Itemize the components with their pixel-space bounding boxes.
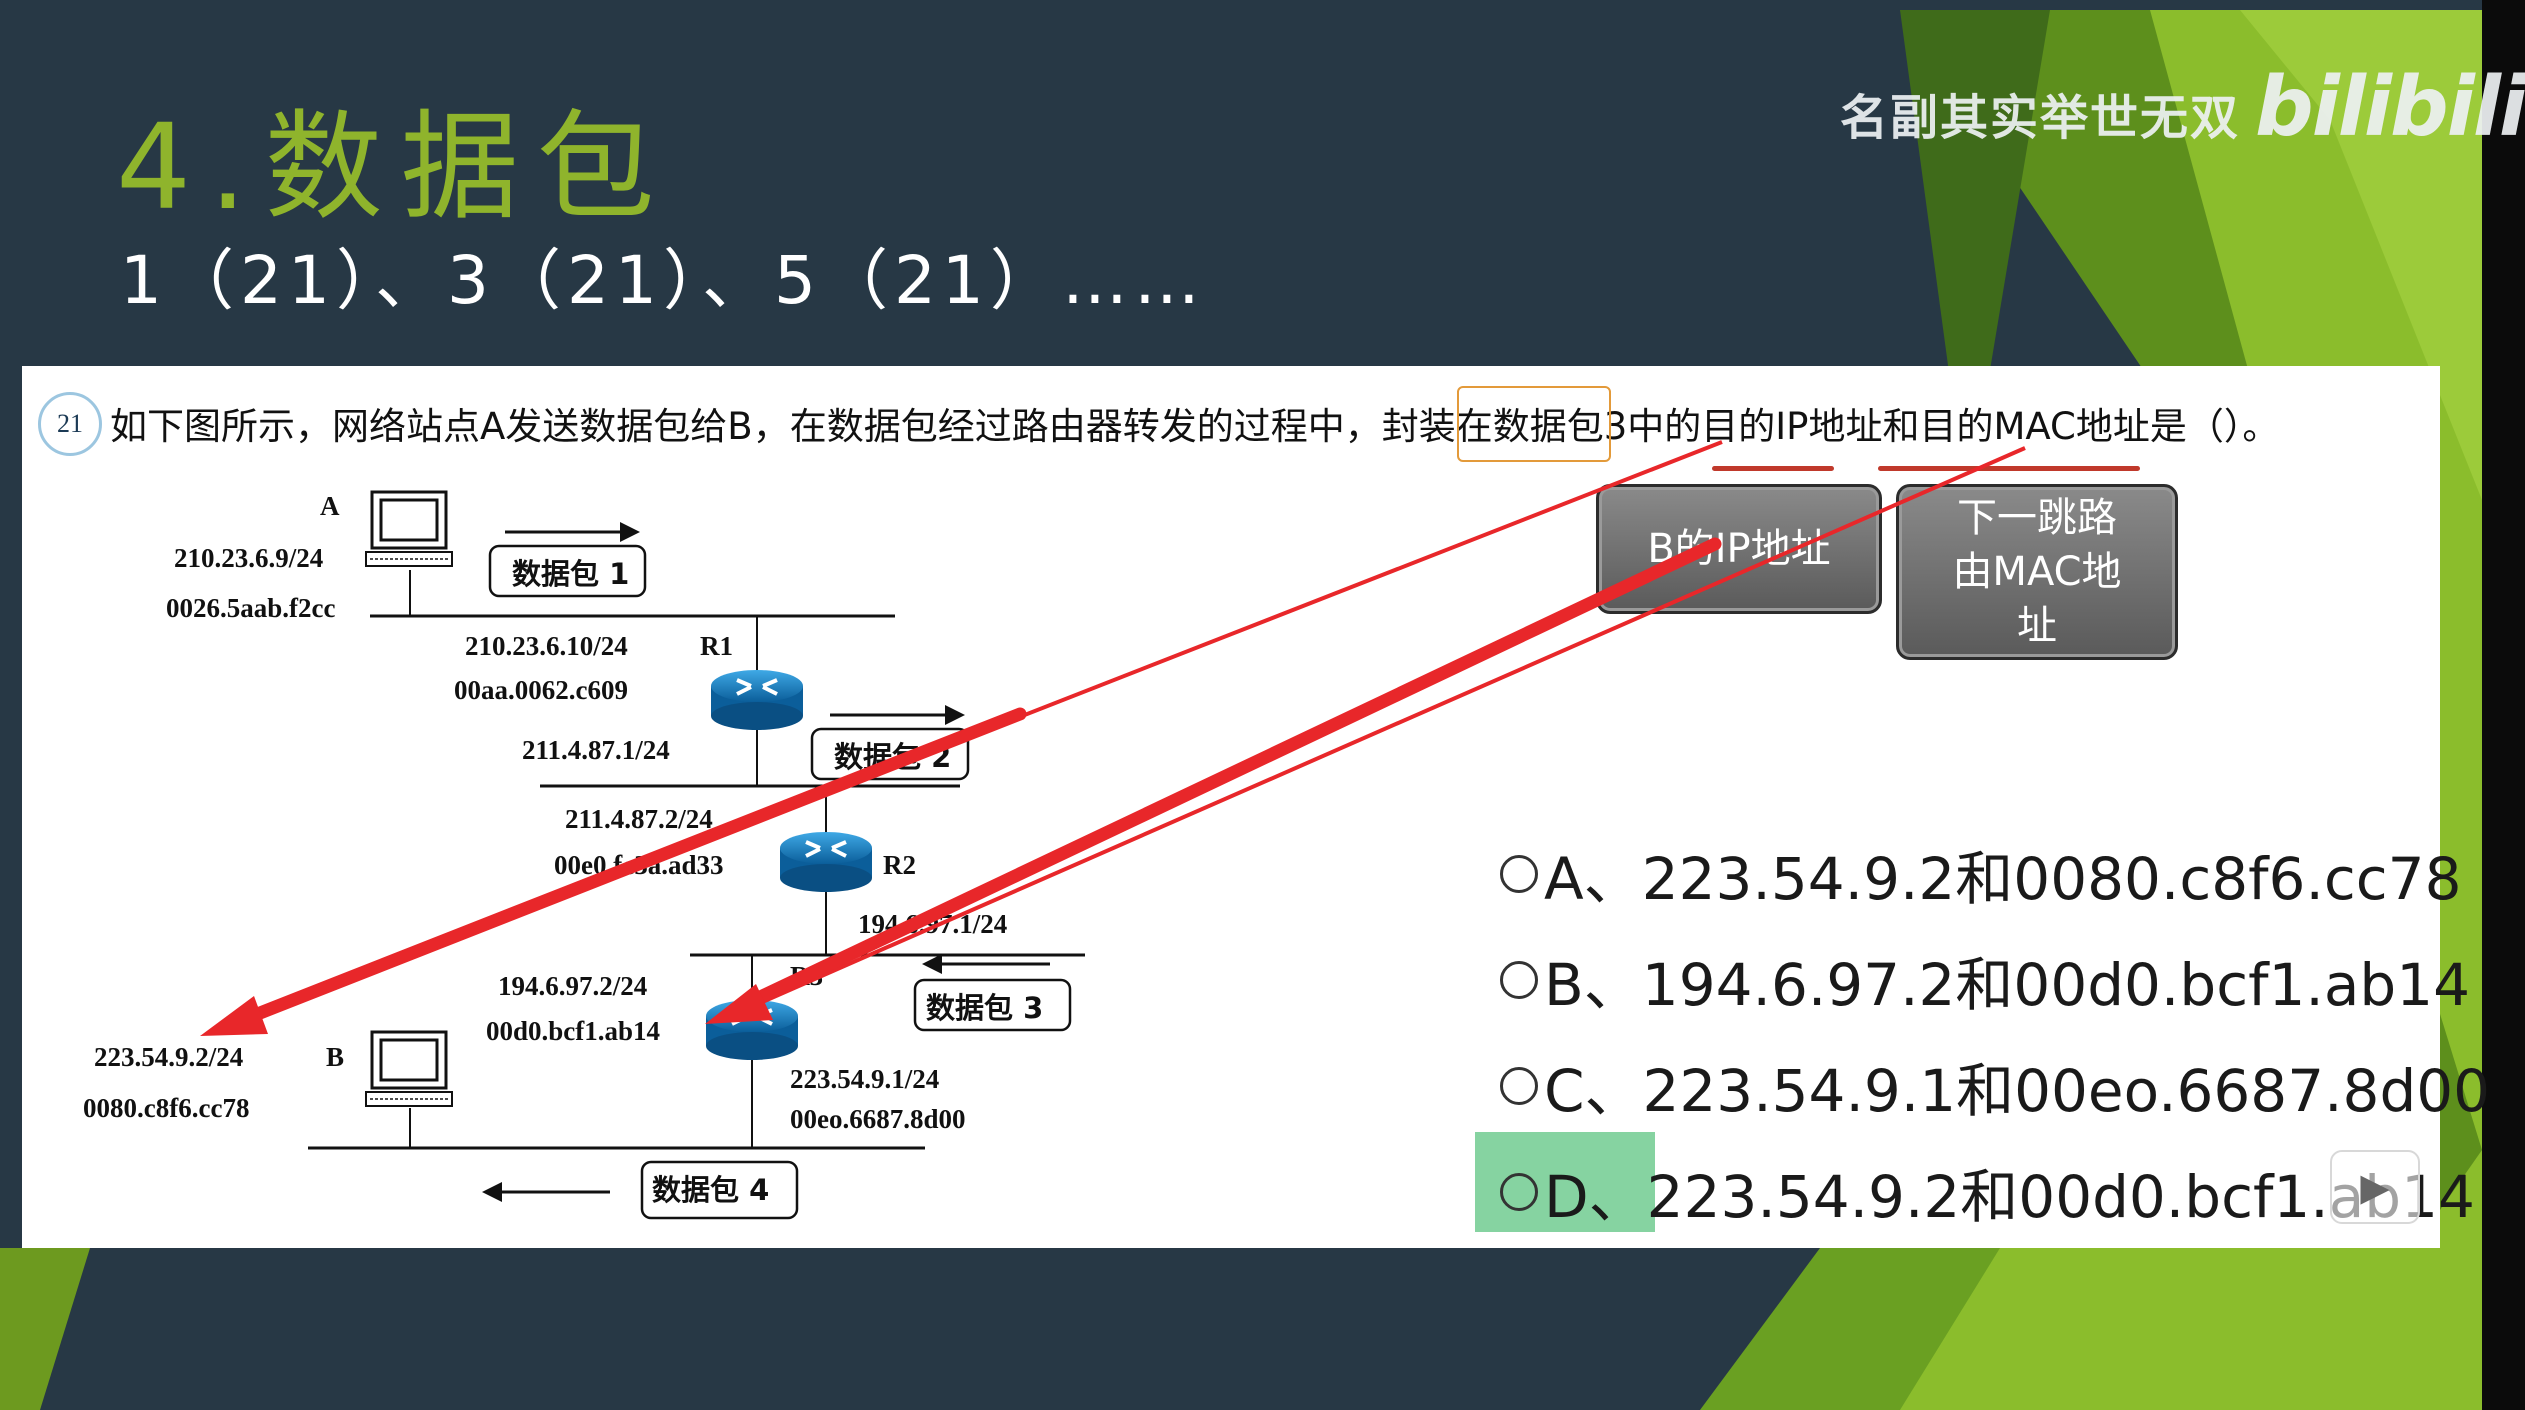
host-a-mac: 0026.5aab.f2cc	[166, 593, 335, 623]
packet-2-box	[810, 727, 970, 781]
option-b-text: 194.6.97.2和00d0.bcf1.ab14	[1641, 951, 2470, 1019]
r3-mac2: 00eo.6687.8d00	[790, 1104, 966, 1134]
r1-mac1: 00aa.0062.c609	[454, 675, 628, 705]
packet-3-box	[913, 978, 1072, 1032]
host-a-computer-icon	[364, 490, 454, 568]
host-a-ip: 210.23.6.9/24	[174, 543, 323, 573]
option-a-radio[interactable]	[1500, 855, 1538, 893]
banner-next-hop-mac: 下一跳路 由MAC地 址	[1896, 484, 2178, 660]
option-c-text: 223.54.9.1和00eo.6687.8d00	[1642, 1057, 2491, 1125]
r2-ip1: 211.4.87.2/24	[565, 804, 713, 834]
packet-4-label: 数据包 4	[652, 1173, 769, 1207]
option-d[interactable]: D、 223.54.9.2和00d0.bcf1.ab14	[1500, 1150, 2475, 1234]
option-b[interactable]: B、 194.6.97.2和00d0.bcf1.ab14	[1500, 938, 2470, 1022]
option-b-radio[interactable]	[1500, 961, 1538, 999]
router-r2-icon	[778, 830, 874, 894]
option-c-radio[interactable]	[1500, 1067, 1538, 1105]
option-c[interactable]: C、 223.54.9.1和00eo.6687.8d00	[1500, 1044, 2490, 1128]
host-b-name: B	[326, 1042, 344, 1072]
underline-ip	[1712, 466, 1834, 471]
play-icon[interactable]: ▶	[2330, 1150, 2420, 1224]
option-d-letter: D、	[1544, 1163, 1647, 1231]
host-b-mac: 0080.c8f6.cc78	[83, 1093, 249, 1123]
host-b-computer-icon	[364, 1030, 454, 1108]
option-c-letter: C、	[1544, 1057, 1643, 1125]
option-a-letter: A、	[1544, 845, 1642, 913]
annotation-arrowhead-mac	[705, 984, 773, 1024]
slide-subtitle: 1（21）、3（21）、5（21）……	[120, 242, 1206, 319]
option-a[interactable]: A、 223.54.9.2和0080.c8f6.cc78	[1500, 832, 2461, 916]
option-b-letter: B、	[1544, 951, 1642, 1019]
bilibili-logo: bilibili	[2255, 60, 2525, 155]
host-b-ip: 223.54.9.2/24	[94, 1042, 243, 1072]
packet-3-label: 数据包 3	[926, 991, 1043, 1025]
banner-mac-line1: 下一跳路	[1957, 495, 2117, 541]
option-a-text: 223.54.9.2和0080.c8f6.cc78	[1641, 845, 2462, 913]
r3-ip2: 223.54.9.1/24	[790, 1064, 939, 1094]
question-text: 如下图所示，网络站点A发送数据包给B，在数据包经过路由器转发的过程中，封装在数据…	[110, 405, 2280, 448]
annotation-line-thin-2	[734, 446, 2026, 1016]
banner-b-ip-address: B的IP地址	[1596, 484, 1882, 614]
annotation-arrowhead-ip	[200, 996, 268, 1036]
router-r1-icon	[709, 668, 805, 732]
slide-title: 4.数据包	[116, 98, 673, 236]
underline-mac	[1878, 466, 2140, 471]
packet-1-label: 数据包 1	[512, 557, 629, 591]
packet-1-box	[488, 544, 647, 598]
annotation-arrow-ip	[225, 707, 1027, 1031]
r1-ip1: 210.23.6.10/24	[465, 631, 628, 661]
r3-mac1: 00d0.bcf1.ab14	[486, 1016, 660, 1046]
r1-ip2: 211.4.87.1/24	[522, 735, 670, 765]
r1-name: R1	[700, 631, 733, 661]
watermark-slogan: 名副其实举世无双	[1840, 90, 2241, 146]
highlight-box-packet3	[1457, 386, 1611, 462]
banner-mac-line2: 由MAC地	[1952, 549, 2122, 595]
option-d-radio[interactable]	[1500, 1173, 1538, 1211]
packet-4-box	[640, 1160, 799, 1220]
annotation-arrow-mac	[730, 537, 1722, 1015]
banner-mac-line3: 址	[2017, 603, 2057, 649]
r3-ip1: 194.6.97.2/24	[498, 971, 647, 1001]
host-a-name: A	[320, 491, 340, 521]
question-number-badge: 21	[38, 392, 102, 456]
r2-name: R2	[883, 850, 916, 880]
